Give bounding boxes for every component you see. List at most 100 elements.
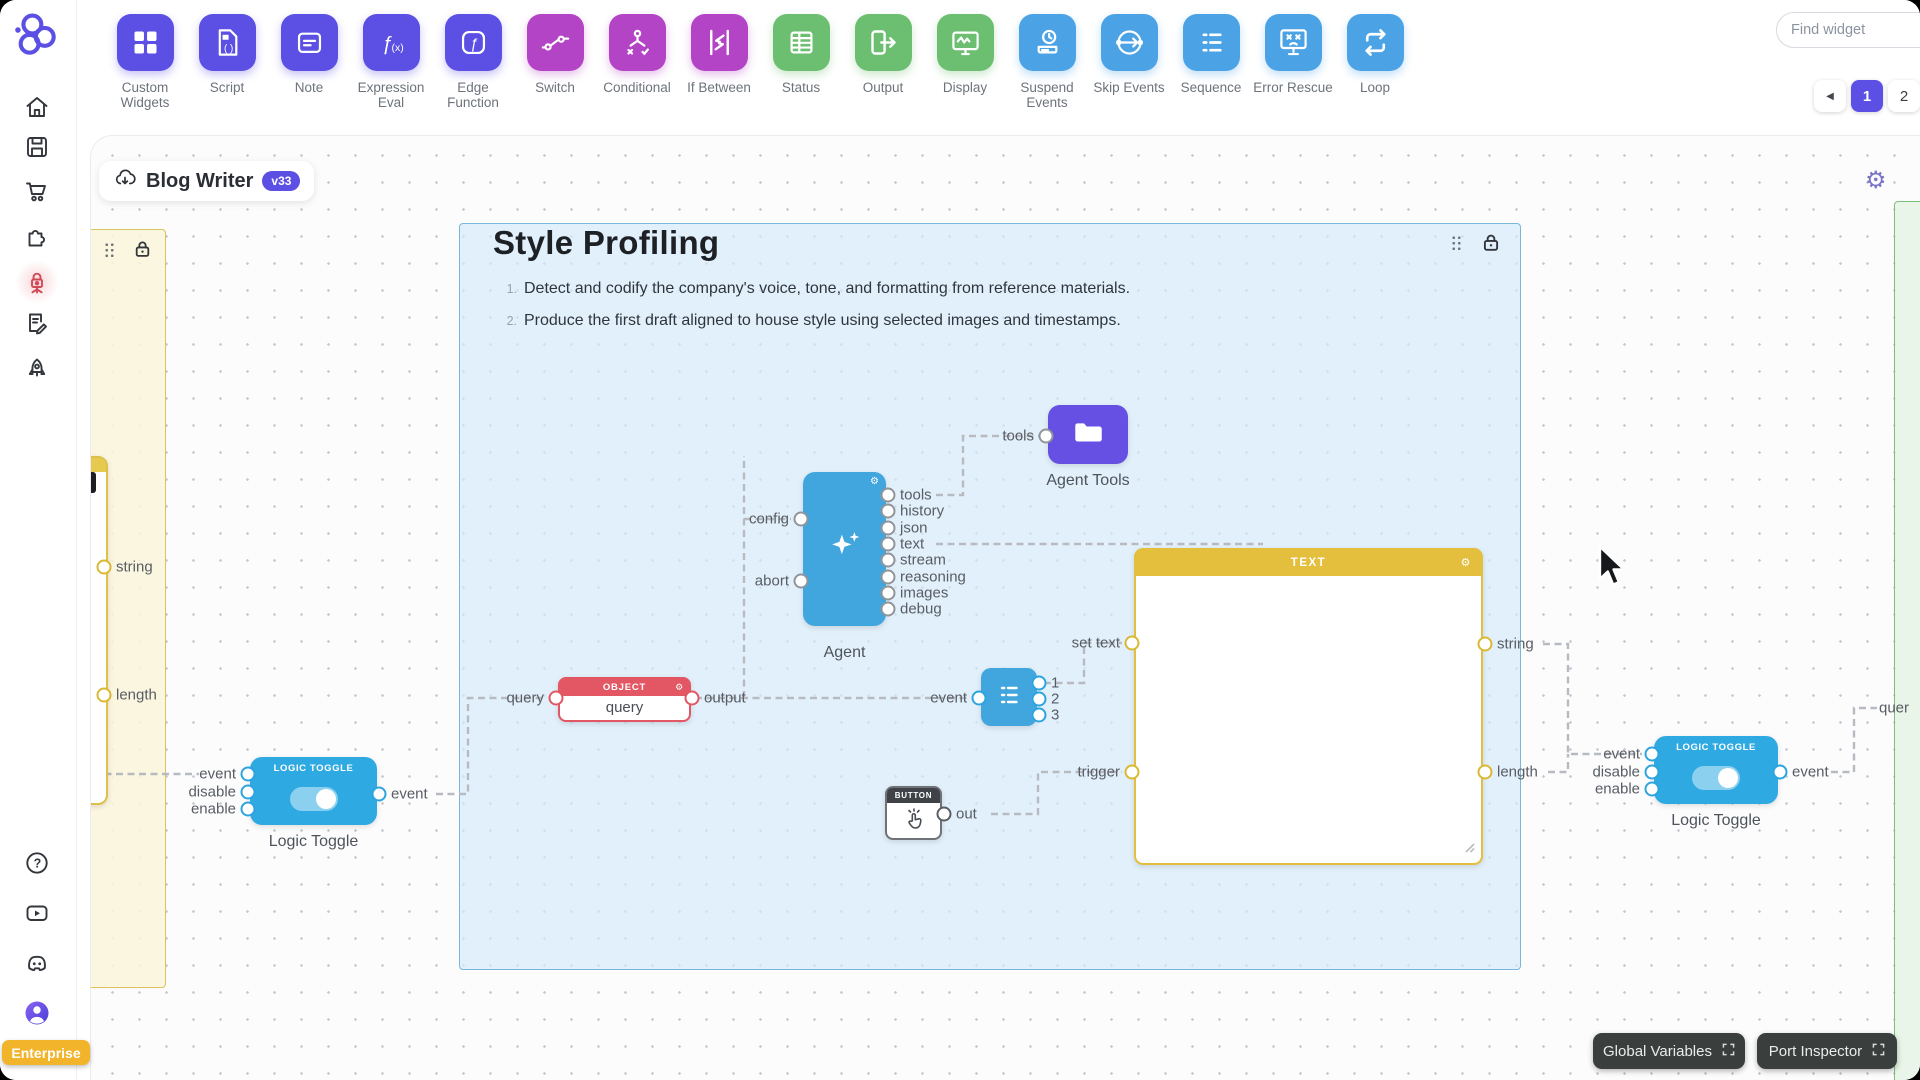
port-in-config[interactable] bbox=[793, 511, 809, 527]
sidebar-item-plugins[interactable] bbox=[24, 223, 50, 249]
node-agent-tools[interactable] bbox=[1048, 405, 1128, 464]
group-green[interactable] bbox=[1894, 201, 1920, 1080]
toolbar-item-output[interactable]: Output bbox=[842, 14, 924, 110]
click-hand-icon[interactable] bbox=[887, 803, 940, 837]
port-out-length[interactable] bbox=[1477, 764, 1493, 780]
port-out-2[interactable] bbox=[1031, 691, 1047, 707]
prev-page-button[interactable]: ◀ bbox=[1814, 80, 1846, 112]
port-out-1[interactable] bbox=[1031, 675, 1047, 691]
page-button-1[interactable]: 1 bbox=[1851, 80, 1883, 112]
node-header: TEXT⚙ bbox=[1136, 550, 1481, 576]
port-label: history bbox=[900, 502, 945, 520]
toggle-switch[interactable] bbox=[1692, 766, 1740, 790]
group-blue-lock-icon[interactable] bbox=[1481, 232, 1501, 257]
toolbar-item-display[interactable]: Display bbox=[924, 14, 1006, 110]
toolbar-item-if-between[interactable]: If Between bbox=[678, 14, 760, 110]
port-out-tools[interactable] bbox=[880, 487, 896, 503]
port-in-enable[interactable] bbox=[1644, 781, 1660, 797]
port-out-length[interactable] bbox=[96, 687, 112, 703]
port-in-set-text[interactable] bbox=[1124, 635, 1140, 651]
sidebar-item-youtube[interactable] bbox=[24, 900, 50, 926]
port-in-event[interactable] bbox=[971, 690, 987, 706]
widget-search bbox=[1776, 12, 1920, 48]
global-variables-button[interactable]: Global Variables bbox=[1593, 1033, 1745, 1069]
port-label: event bbox=[1603, 745, 1640, 763]
port-in-event[interactable] bbox=[1644, 746, 1660, 762]
node-sequence[interactable] bbox=[981, 668, 1037, 726]
port-in-enable[interactable] bbox=[240, 801, 256, 817]
port-out-event[interactable] bbox=[371, 786, 387, 802]
port-label: tools bbox=[900, 486, 932, 504]
object-field[interactable]: query bbox=[605, 699, 644, 716]
canvas-settings-gear-icon[interactable]: ⚙ bbox=[1865, 167, 1887, 194]
toolbar-item-custom-widgets[interactable]: Custom Widgets bbox=[104, 14, 186, 110]
node-logic-toggle-right[interactable]: LOGIC TOGGLE bbox=[1654, 736, 1778, 804]
expression-eval-icon: ƒ(x) bbox=[362, 14, 420, 71]
toolbar-item-note[interactable]: Note bbox=[268, 14, 350, 110]
gear-icon[interactable]: ⚙ bbox=[675, 682, 684, 692]
node-button[interactable]: BUTTON bbox=[885, 786, 942, 840]
sidebar-item-account[interactable] bbox=[24, 1000, 50, 1026]
group-yellow-drag-handle-icon[interactable] bbox=[104, 242, 115, 258]
sidebar-item-contracts[interactable] bbox=[24, 310, 50, 336]
port-out-json[interactable] bbox=[880, 520, 896, 536]
port-in-tools[interactable] bbox=[1038, 428, 1054, 444]
node-source-text[interactable] bbox=[91, 456, 108, 805]
svg-text:ƒ: ƒ bbox=[469, 37, 477, 53]
widget-search-input[interactable] bbox=[1777, 22, 1920, 38]
sidebar-item-home[interactable] bbox=[24, 94, 50, 120]
port-in-disable[interactable] bbox=[1644, 764, 1660, 780]
port-out-out[interactable] bbox=[936, 806, 952, 822]
toolbar-item-switch[interactable]: Switch bbox=[514, 14, 596, 110]
flow-canvas[interactable]: Style Profiling 1.Detect and codify the … bbox=[90, 135, 1920, 1080]
resize-handle-icon[interactable] bbox=[1464, 841, 1476, 859]
toolbar-item-sequence[interactable]: Sequence bbox=[1170, 14, 1252, 110]
port-out-text[interactable] bbox=[880, 536, 896, 552]
toggle-switch[interactable] bbox=[290, 787, 338, 811]
flow-tab[interactable]: Blog Writer v33 bbox=[99, 161, 315, 201]
port-out-debug[interactable] bbox=[880, 601, 896, 617]
port-in-event[interactable] bbox=[240, 766, 256, 782]
toolbar-item-status[interactable]: Status bbox=[760, 14, 842, 110]
port-inspector-button[interactable]: Port Inspector bbox=[1757, 1033, 1897, 1069]
gear-icon[interactable]: ⚙ bbox=[870, 476, 879, 487]
toolbar-item-conditional[interactable]: Conditional bbox=[596, 14, 678, 110]
port-out-stream[interactable] bbox=[880, 552, 896, 568]
toolbar-item-skip-events[interactable]: Skip Events bbox=[1088, 14, 1170, 110]
node-object[interactable]: OBJECT⚙ query bbox=[558, 677, 691, 722]
sidebar-item-deploy[interactable] bbox=[24, 356, 50, 382]
sidebar-item-help[interactable]: ? bbox=[24, 850, 50, 876]
sidebar-item-save[interactable] bbox=[24, 134, 50, 160]
port-out-event[interactable] bbox=[1772, 764, 1788, 780]
group-yellow-lock-icon[interactable] bbox=[133, 239, 152, 263]
port-out-images[interactable] bbox=[880, 585, 896, 601]
logo-knot-icon[interactable] bbox=[9, 8, 64, 63]
toolbar-item-error-rescue[interactable]: Error Rescue bbox=[1252, 14, 1334, 110]
port-in-abort[interactable] bbox=[793, 573, 809, 589]
port-out-string[interactable] bbox=[96, 559, 112, 575]
page-button-2[interactable]: 2 bbox=[1888, 80, 1920, 112]
port-out-output[interactable] bbox=[684, 690, 700, 706]
node-agent[interactable]: ⚙ bbox=[803, 472, 886, 626]
port-out-3[interactable] bbox=[1031, 707, 1047, 723]
node-logic-toggle-left[interactable]: LOGIC TOGGLE bbox=[250, 757, 377, 825]
port-in-query[interactable] bbox=[548, 690, 564, 706]
port-in-trigger[interactable] bbox=[1124, 764, 1140, 780]
toolbar-item-suspend-events[interactable]: Suspend Events bbox=[1006, 14, 1088, 110]
node-text[interactable]: TEXT⚙ bbox=[1134, 548, 1483, 865]
group-blue-drag-handle-icon[interactable] bbox=[1451, 235, 1462, 251]
toolbar-item-expression-eval[interactable]: ƒ(x)Expression Eval bbox=[350, 14, 432, 110]
gear-icon[interactable]: ⚙ bbox=[1460, 557, 1472, 569]
toolbar-item-script[interactable]: ( )Script bbox=[186, 14, 268, 110]
sidebar-item-discord[interactable] bbox=[24, 951, 50, 977]
port-out-history[interactable] bbox=[880, 503, 896, 519]
sidebar-item-api-keys[interactable] bbox=[24, 269, 50, 295]
svg-text:(x): (x) bbox=[391, 43, 403, 54]
port-label: disable bbox=[1592, 763, 1640, 781]
toolbar-item-loop[interactable]: Loop bbox=[1334, 14, 1416, 110]
port-out-string[interactable] bbox=[1477, 636, 1493, 652]
port-in-disable[interactable] bbox=[240, 784, 256, 800]
sidebar-item-marketplace[interactable] bbox=[24, 178, 50, 204]
port-out-reasoning[interactable] bbox=[880, 569, 896, 585]
